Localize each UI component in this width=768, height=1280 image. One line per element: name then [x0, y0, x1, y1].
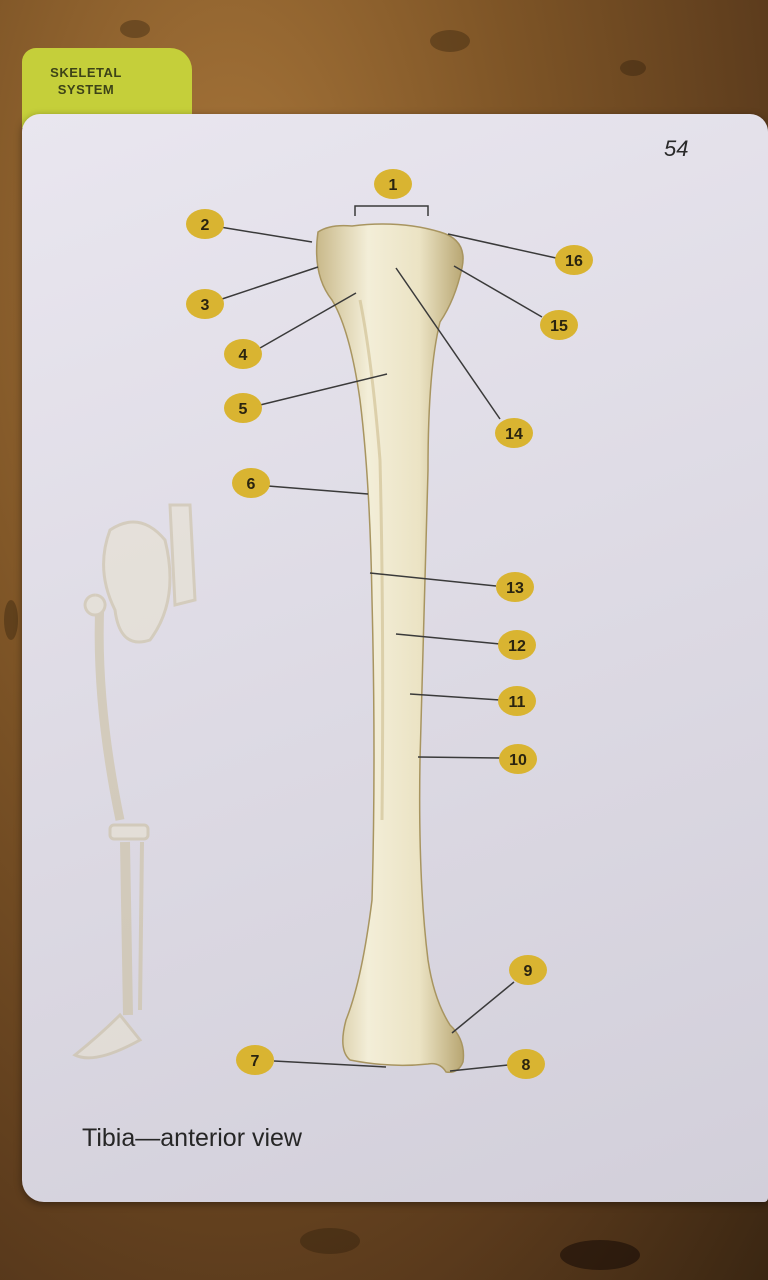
- marker-7[interactable]: 7: [236, 1045, 274, 1075]
- marker-15[interactable]: 15: [540, 310, 578, 340]
- svg-text:9: 9: [524, 963, 533, 980]
- marker-4[interactable]: 4: [224, 339, 262, 369]
- marker-9[interactable]: 9: [509, 955, 547, 985]
- svg-text:14: 14: [505, 426, 523, 443]
- marker-1[interactable]: 1: [374, 169, 412, 199]
- svg-text:1: 1: [389, 177, 398, 194]
- svg-text:5: 5: [239, 401, 248, 418]
- marker-16[interactable]: 16: [555, 245, 593, 275]
- background-speck: [430, 30, 470, 52]
- marker-2[interactable]: 2: [186, 209, 224, 239]
- svg-text:11: 11: [509, 694, 526, 711]
- bracket-line: [354, 205, 429, 216]
- marker-10[interactable]: 10: [499, 744, 537, 774]
- background-speck: [4, 600, 18, 640]
- background-speck: [560, 1240, 640, 1270]
- svg-text:4: 4: [239, 347, 248, 364]
- marker-13[interactable]: 13: [496, 572, 534, 602]
- svg-text:8: 8: [522, 1057, 531, 1074]
- svg-text:13: 13: [506, 580, 524, 597]
- background-speck: [300, 1228, 360, 1254]
- background-speck: [120, 20, 150, 38]
- marker-12[interactable]: 12: [498, 630, 536, 660]
- marker-3[interactable]: 3: [186, 289, 224, 319]
- marker-11[interactable]: 11: [498, 686, 536, 716]
- section-tab-label: SKELETAL SYSTEM: [50, 65, 122, 97]
- page-number: 54: [664, 136, 689, 161]
- skeleton-thumbnail: [72, 503, 197, 1060]
- background-speck: [620, 60, 646, 76]
- marker-6[interactable]: 6: [232, 468, 270, 498]
- tibia-bone: [315, 223, 465, 1074]
- leader-lines: [219, 226, 557, 1072]
- marker-14[interactable]: 14: [495, 418, 533, 448]
- svg-text:2: 2: [201, 217, 210, 234]
- svg-text:7: 7: [251, 1053, 260, 1070]
- svg-text:3: 3: [201, 297, 210, 314]
- marker-5[interactable]: 5: [224, 393, 262, 423]
- svg-text:10: 10: [509, 752, 527, 769]
- svg-text:6: 6: [247, 476, 256, 493]
- diagram-caption: Tibia—anterior view: [82, 1124, 302, 1152]
- svg-text:15: 15: [550, 318, 568, 335]
- svg-text:12: 12: [508, 638, 526, 655]
- svg-text:16: 16: [565, 253, 583, 270]
- marker-8[interactable]: 8: [507, 1049, 545, 1079]
